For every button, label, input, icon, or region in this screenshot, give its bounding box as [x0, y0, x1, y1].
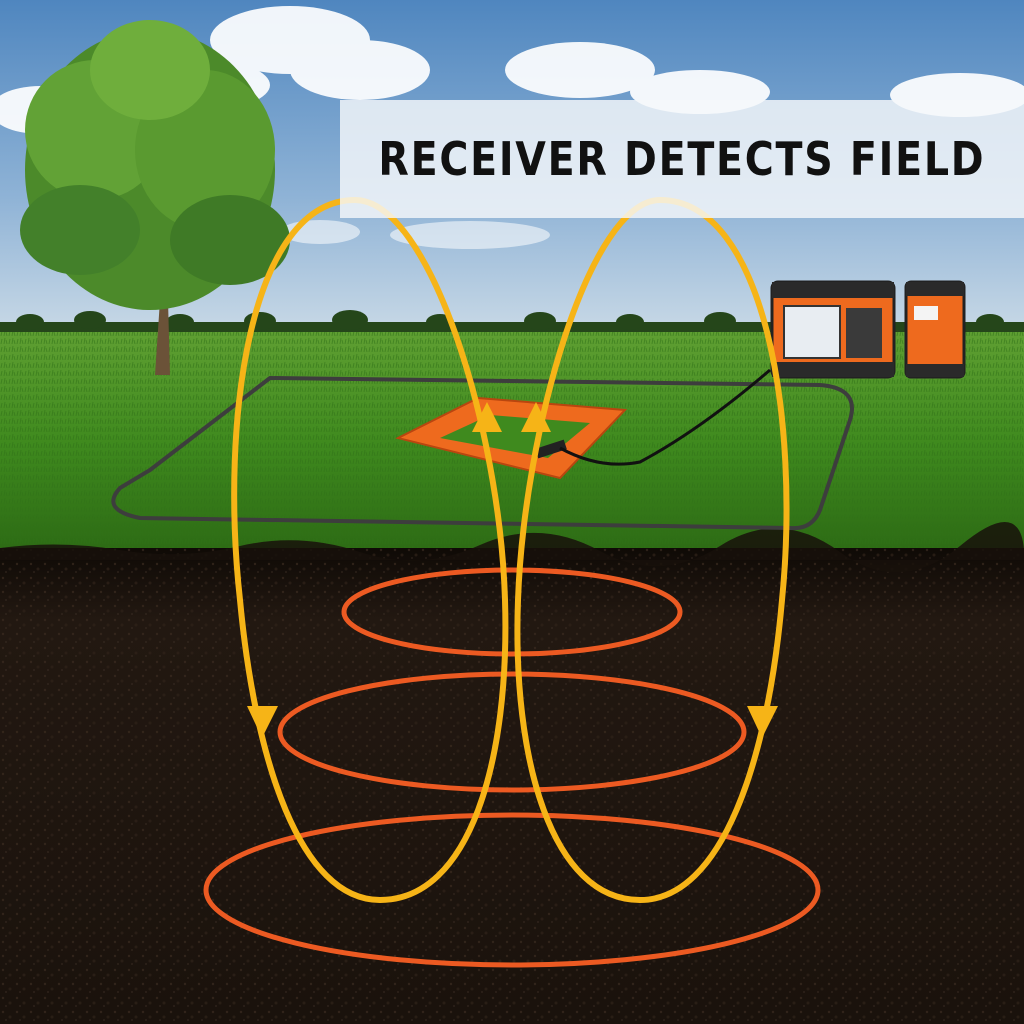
field-line-left	[231, 196, 509, 904]
grass-soil-boundary	[0, 521, 1024, 573]
transmitter-loop	[111, 376, 854, 531]
arrow-down-left	[247, 706, 278, 738]
eddy-current-ring-3	[203, 812, 821, 968]
diagram-title: RECEIVER DETECTS FIELD	[378, 132, 986, 186]
receiver-cable	[559, 368, 771, 466]
arrow-up-left	[472, 402, 502, 432]
field-direction-arrows	[247, 402, 778, 738]
control-unit-icon	[770, 280, 896, 379]
title-banner: RECEIVER DETECTS FIELD	[340, 100, 1024, 218]
arrow-up-right	[521, 402, 551, 432]
eddy-current-ring-2	[277, 671, 747, 793]
eddy-current-ring-1	[341, 567, 683, 657]
arrow-down-right	[747, 706, 778, 738]
tree-icon	[20, 20, 290, 375]
battery-unit-icon	[904, 280, 966, 379]
